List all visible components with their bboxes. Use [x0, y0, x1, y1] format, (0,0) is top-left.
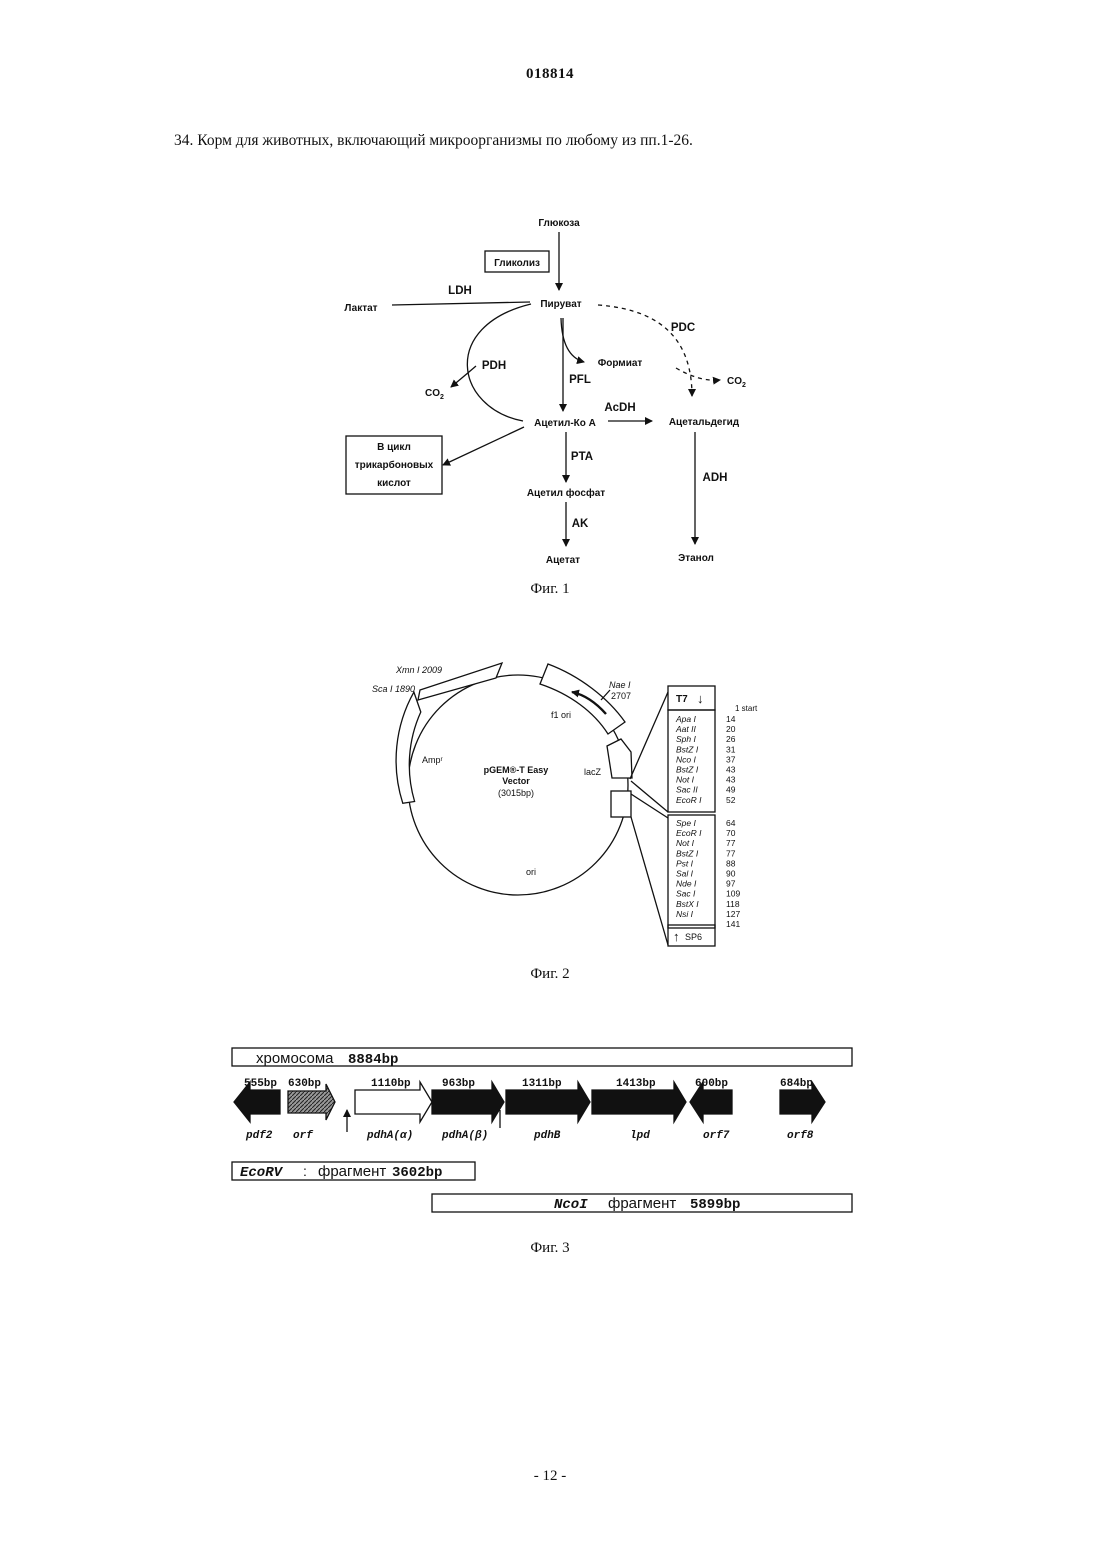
chromosome-label: хромосома — [256, 1050, 334, 1067]
gene-name-label: pdhA(α) — [366, 1130, 413, 1142]
gene-size-label: 555bp — [244, 1078, 277, 1090]
gene-size-label: 1110bp — [371, 1078, 411, 1090]
chromosome-size: 8884bp — [348, 1052, 398, 1068]
ecorv-fragment-word: фрагмент — [318, 1163, 386, 1180]
ncoi-enzyme-label: NcoI — [554, 1197, 588, 1213]
ecorv-enzyme-label: EcoRV — [240, 1165, 284, 1181]
ncoi-fragment-size: 5899bp — [690, 1197, 740, 1213]
gene-size-label: 684bp — [780, 1078, 813, 1090]
ecorv-separator: : — [303, 1163, 307, 1179]
gene-name-label: orf7 — [703, 1130, 730, 1142]
gene-name-label: orf8 — [787, 1130, 814, 1142]
page-number: - 12 - — [0, 1468, 1100, 1485]
gene-name-label: pdhA(β) — [441, 1130, 488, 1142]
gene-size-label: 1413bp — [616, 1078, 656, 1090]
gene-name-label: lpd — [630, 1130, 650, 1142]
gene-name-label: orf — [293, 1130, 314, 1142]
gene-size-label: 630bp — [288, 1078, 321, 1090]
gene-name-label: pdf2 — [245, 1130, 273, 1142]
gene-size-label: 600bp — [695, 1078, 728, 1090]
figure-3-caption: Фиг. 3 — [0, 1240, 1100, 1257]
ncoi-fragment-word: фрагмент — [608, 1195, 676, 1212]
gene-size-label: 1311bp — [522, 1078, 562, 1090]
gene-name-label: pdhB — [533, 1130, 561, 1142]
ecorv-fragment-size: 3602bp — [392, 1165, 442, 1181]
gene-size-label: 963bp — [442, 1078, 475, 1090]
figure-3-gene-map: хромосома 8884bp 555bp 630bp 1110bp 963bp 13… — [0, 0, 1100, 1230]
